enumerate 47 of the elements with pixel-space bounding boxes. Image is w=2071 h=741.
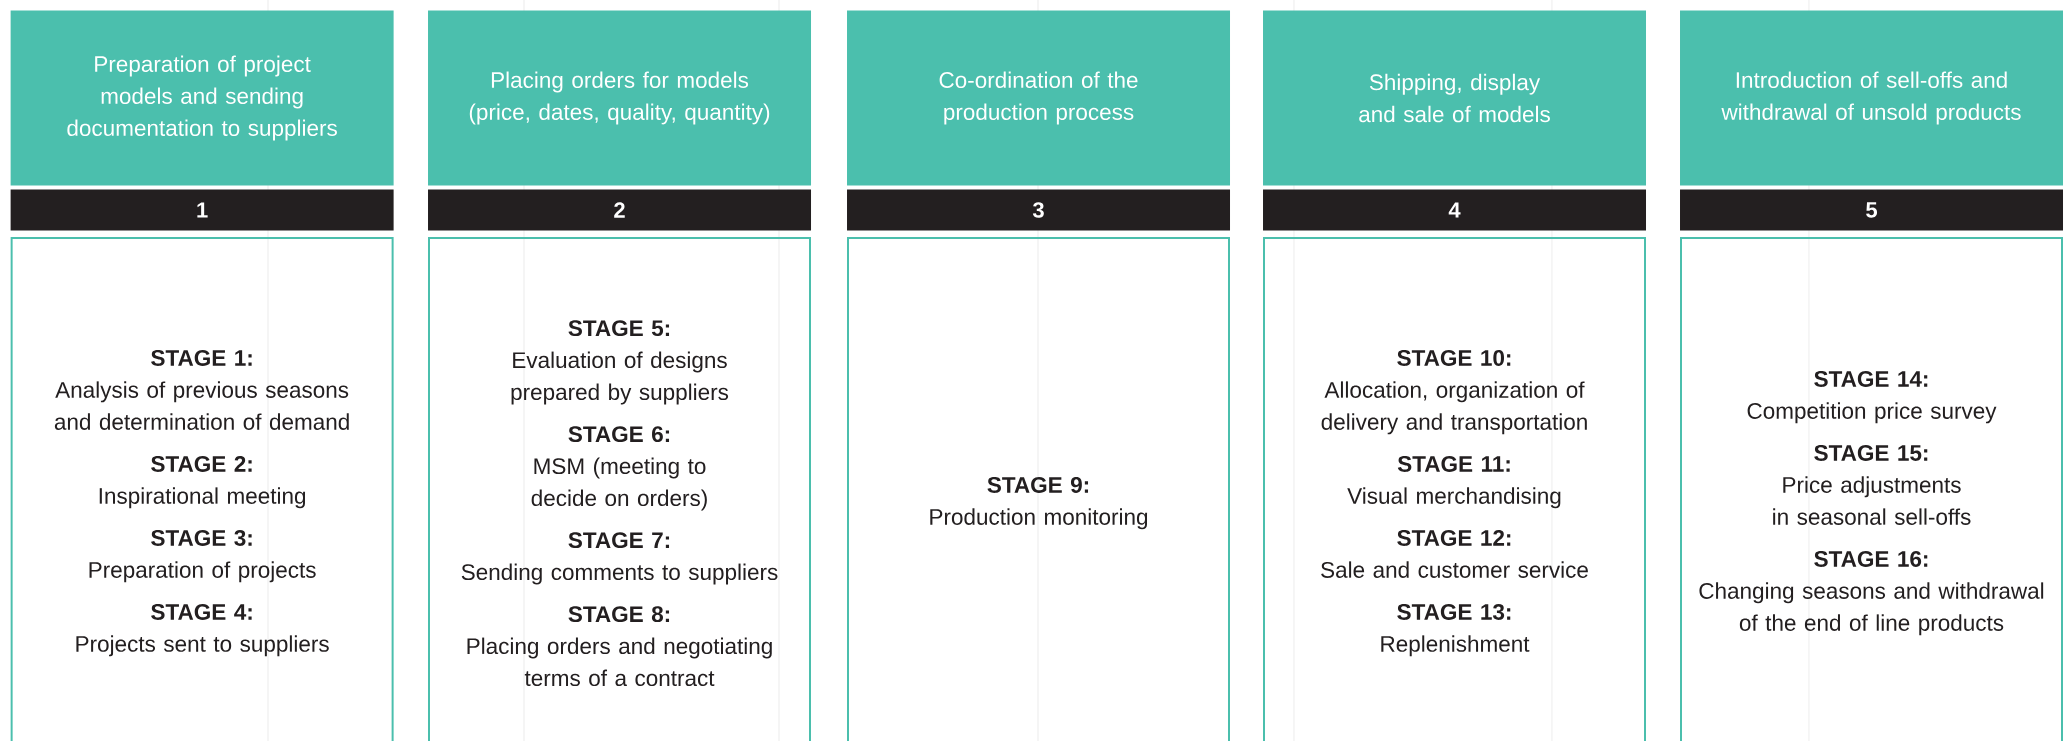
stage-description: Production monitoring	[930, 508, 1148, 530]
stage-heading: STAGE 7:	[568, 532, 669, 549]
stage-description: Analysis of previous seasons and determination of demand	[54, 381, 349, 430]
stage-heading: STAGE 4:	[151, 603, 252, 620]
stage-description: Competition price survey	[1747, 402, 1997, 424]
stage-heading: STAGE 2:	[151, 455, 252, 472]
stage-heading: STAGE 5:	[568, 320, 669, 337]
number-bar: 4	[1263, 189, 1646, 231]
stage-heading: STAGE 16:	[1814, 550, 1928, 567]
stage-heading: STAGE 10:	[1397, 349, 1511, 366]
stage-box	[428, 237, 811, 741]
stage-description: Placing orders and negotiating terms of a contract	[467, 637, 772, 687]
stage-description: Visual merchandising	[1347, 487, 1561, 509]
header-box: Shipping, display and sale of models	[1263, 10, 1646, 186]
stage-description: Allocation, organization of delivery and transportation	[1321, 381, 1587, 435]
stage-box	[1680, 237, 2063, 741]
number-bar: 5	[1680, 189, 2063, 231]
stage-description: Price adjustments in seasonal sell-offs	[1773, 476, 1971, 525]
number-bar: 1	[10, 189, 394, 231]
stage-heading: STAGE 11:	[1397, 455, 1510, 472]
stage-description: MSM (meeting to decide on orders)	[531, 457, 707, 511]
stage-description: Replenishment	[1381, 635, 1530, 657]
stage-heading: STAGE 1:	[151, 349, 252, 366]
header-box: Placing orders for models (price, dates, quality, quantity)	[428, 10, 811, 186]
stage-description: Sale and customer service	[1321, 561, 1588, 578]
header-box: Co-ordination of the production process	[847, 10, 1230, 186]
stage-heading: STAGE 9:	[987, 476, 1088, 493]
stage-description: Sending comments to suppliers	[461, 563, 778, 585]
header-box: Introduction of sell-offs and withdrawal of unsold products	[1680, 10, 2063, 186]
stage-heading: STAGE 6:	[568, 426, 669, 443]
number-bar: 2	[428, 189, 811, 231]
stage-description: Evaluation of designs prepared by suppliers	[511, 351, 729, 405]
stage-description: Preparation of projects	[89, 561, 316, 583]
number-bar: 3	[847, 189, 1230, 231]
stage-heading: STAGE 13:	[1397, 603, 1511, 620]
stage-description: Projects sent to suppliers	[76, 635, 329, 657]
stage-heading: STAGE 12:	[1397, 529, 1511, 546]
stage-heading: STAGE 14:	[1814, 370, 1928, 387]
stage-description: Inspirational meeting	[99, 487, 306, 509]
stage-box	[10, 237, 394, 741]
header-box: Preparation of project models and sending documentation to suppliers	[10, 10, 394, 186]
stage-description: Changing seasons and withdrawal of the end of line products	[1699, 582, 2044, 636]
stage-heading: STAGE 3:	[151, 529, 252, 546]
stage-heading: STAGE 8:	[568, 606, 669, 623]
stage-box	[1263, 237, 1646, 741]
stage-heading: STAGE 15:	[1814, 444, 1928, 461]
stage-box	[847, 237, 1230, 741]
